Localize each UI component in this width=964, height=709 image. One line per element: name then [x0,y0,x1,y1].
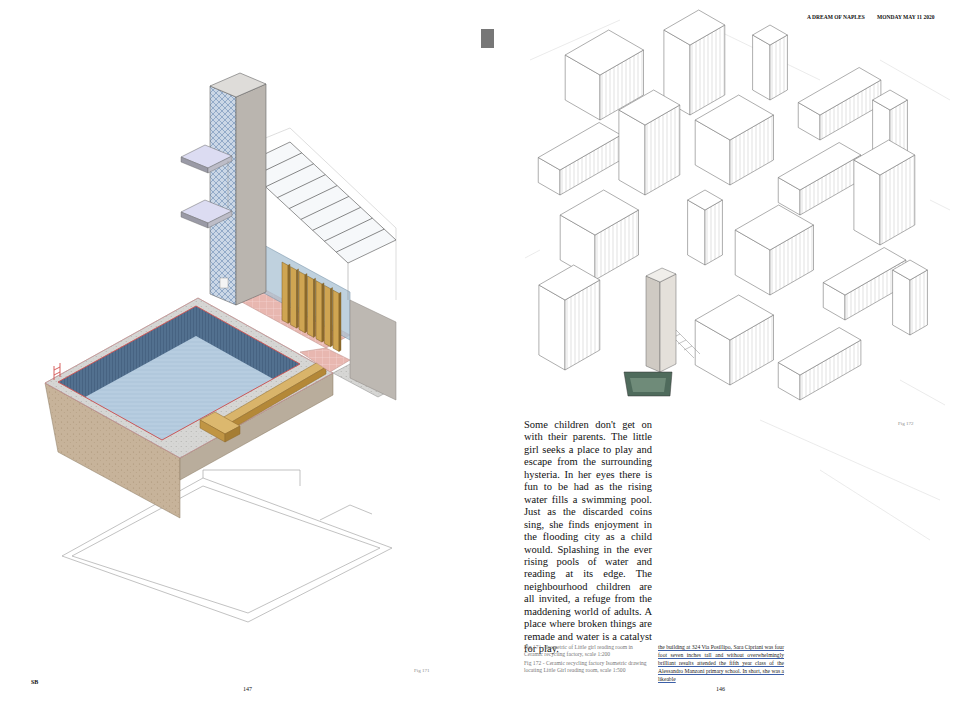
floor-plan [62,470,392,622]
building [893,260,928,335]
quoted-excerpt: the building at 324 Via Posillipo, Sara … [658,643,784,683]
drawing-part [220,278,228,288]
drawing-part [646,268,676,282]
drawing-part [684,346,692,350]
drawing-part [676,330,700,354]
running-header: A DREAM OF NAPLES [807,14,865,21]
drawing-part [630,378,666,392]
building [778,328,861,401]
building [695,295,773,385]
cantilever-slabs [181,145,232,228]
drawing-part [208,156,232,173]
drawing-part [320,505,372,520]
drawing-part [228,161,229,208]
drawing-part [62,478,392,622]
building [753,25,788,100]
building [688,190,723,265]
wood-panel [282,262,290,323]
drawing-part [646,276,660,372]
figure-caption: Fig 172 - Ceramic recycling factory Isom… [524,660,652,673]
wooden-bench [200,362,326,442]
drawing-part [72,486,380,613]
figure-number: Fig 171 [414,668,429,674]
tower [210,73,266,305]
figure-caption: Fig 171 - Isometric of Little girl readi… [524,644,652,657]
building [735,205,813,295]
drawing-part [300,348,350,372]
building [539,265,600,370]
drawing-part [181,157,208,173]
author-initials: SB [31,679,38,686]
wood-panel [308,276,316,337]
wood-panel [316,281,324,342]
building [695,95,773,185]
building [778,143,861,216]
drawing-part [660,274,676,372]
drawing-part [301,196,349,219]
page-marker [481,29,494,48]
drawing-part [624,372,672,396]
drawing-part [210,86,236,305]
wood-panel [325,285,333,346]
building [538,123,621,196]
drawing-part [336,229,384,252]
drawing-part [181,212,208,228]
drawing-part [210,73,266,97]
drawing-part [350,300,396,400]
wood-panel [333,290,341,351]
drawing-part [324,218,372,241]
drawing-part [225,426,240,442]
building [798,68,881,141]
building [619,90,680,195]
building [854,140,915,245]
drawing-part [236,84,266,305]
drawing-part [348,263,349,300]
wood-panel [291,267,299,328]
drawing-part [58,306,300,440]
body-paragraph: Some children don't get on with their pa… [524,419,652,656]
drawing-part [678,340,686,344]
running-date: MONDAY MAY 11 2020 [877,14,934,21]
drawing-part [200,420,225,442]
drawing-part [313,207,361,230]
drawing-part [254,153,384,252]
drawing-part [54,363,60,380]
figure-number: Fig 172 [898,421,913,427]
building [664,10,725,115]
page-number: 146 [716,686,725,693]
drawing-part [208,211,232,228]
page-number: 147 [243,686,252,693]
drawing-part [266,164,314,187]
pool-ladder [54,363,60,380]
reading-room-tower [624,268,676,396]
wood-panel [299,271,307,332]
drawing-part [277,175,325,198]
drawing-part [203,470,300,486]
